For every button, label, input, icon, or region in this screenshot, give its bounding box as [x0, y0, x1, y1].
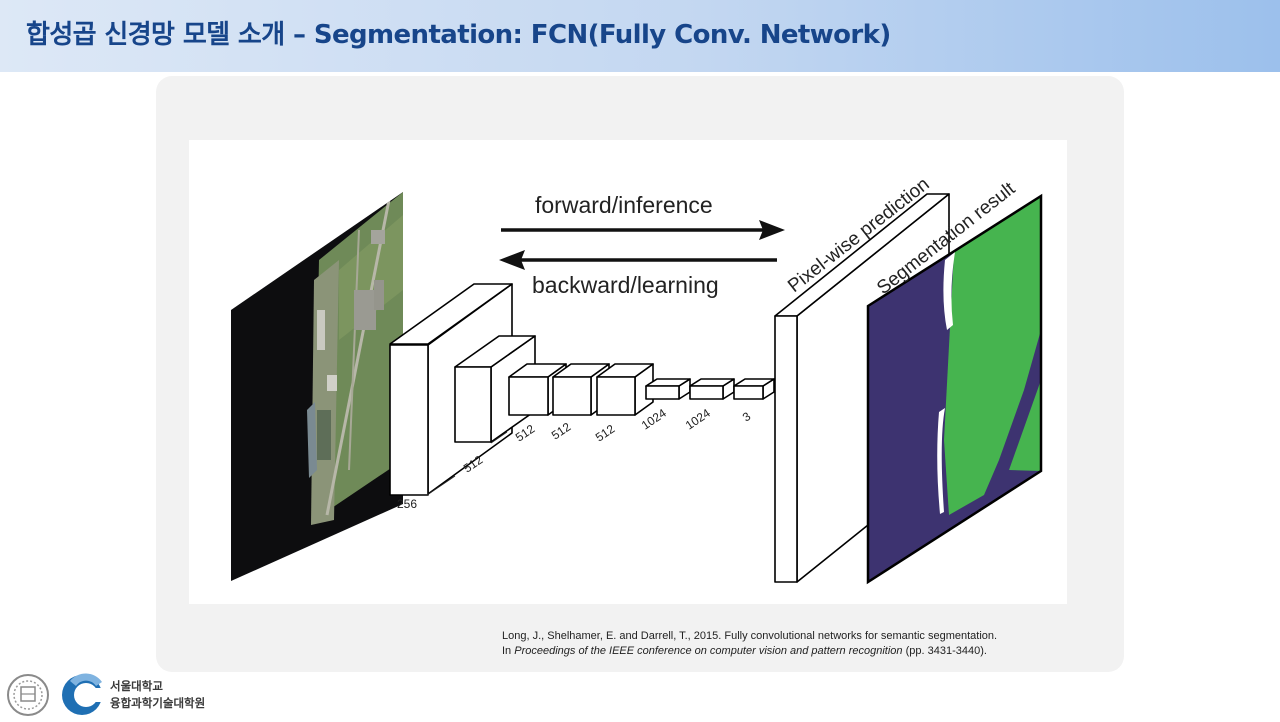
page-title: 합성곱 신경망 모델 소개 – Segmentation: FCN(Fully … — [26, 20, 891, 50]
citation-line-2: In Proceedings of the IEEE conference on… — [502, 644, 997, 659]
fcn-diagram: forward/inference backward/learning Pixe… — [189, 140, 1067, 604]
citation: Long, J., Shelhamer, E. and Darrell, T.,… — [502, 629, 997, 659]
layer-boxes — [389, 283, 775, 496]
segmentation-result — [866, 193, 1043, 585]
citation-pages: (pp. 3431-3440). — [902, 645, 987, 657]
layer-label-512-d: 512 — [593, 422, 618, 445]
graduate-school-name: 융합과학기술대학원 — [110, 696, 206, 710]
forward-label: forward/inference — [535, 192, 713, 218]
citation-venue: Proceedings of the IEEE conference on co… — [514, 645, 903, 657]
title-bar: 합성곱 신경망 모델 소개 – Segmentation: FCN(Fully … — [0, 0, 1280, 72]
citation-prefix: In — [502, 645, 515, 657]
citation-line-1: Long, J., Shelhamer, E. and Darrell, T.,… — [502, 630, 998, 642]
backward-arrow — [499, 250, 777, 270]
snu-emblem-icon — [7, 674, 49, 716]
gscst-logo-icon — [62, 673, 106, 715]
layer-label-3: 3 — [740, 409, 754, 425]
school-name: 서울대학교 융합과학기술대학원 — [110, 678, 205, 712]
layer-label-256: 256 — [397, 497, 417, 511]
input-image — [231, 192, 403, 581]
backward-label: backward/learning — [532, 272, 719, 298]
footer-logos — [6, 672, 106, 722]
layer-label-512-c: 512 — [549, 420, 574, 443]
university-name: 서울대학교 — [110, 679, 163, 693]
forward-arrow — [501, 220, 785, 240]
layer-label-1024-b: 1024 — [683, 406, 713, 433]
